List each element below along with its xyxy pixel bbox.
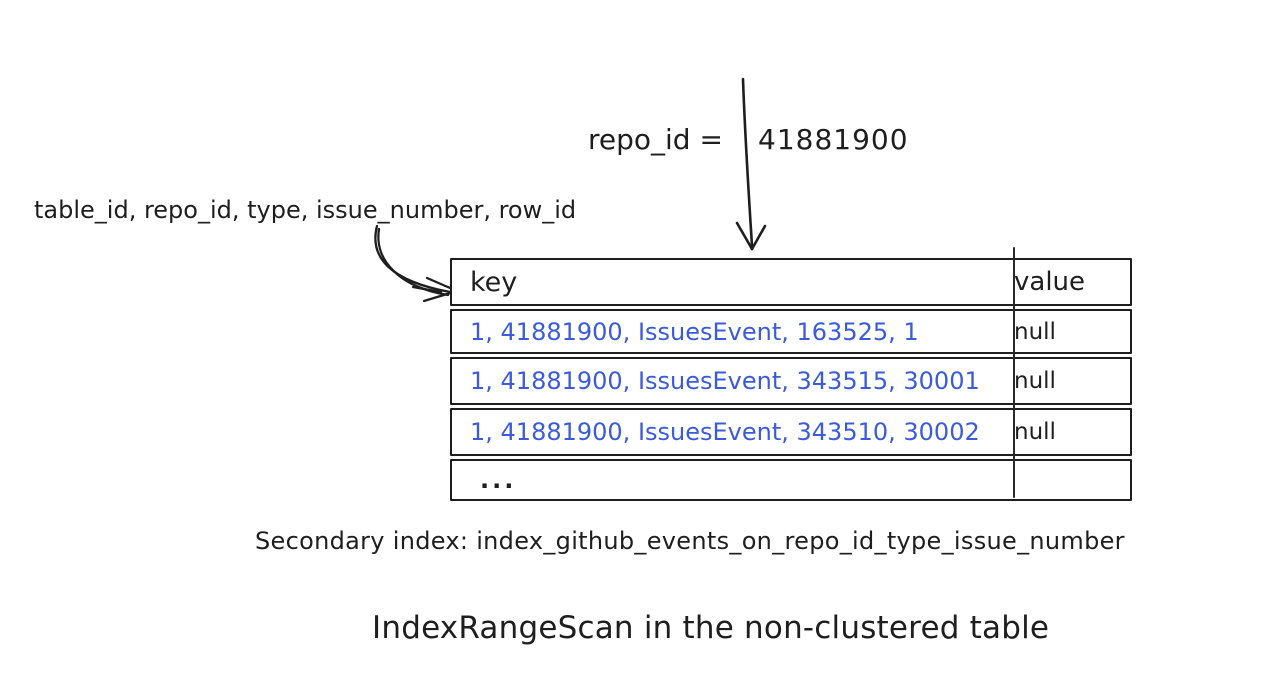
index-columns-annotation: table_id, repo_id, type, issue_number, r… (34, 196, 577, 224)
column-header-key: key (470, 266, 518, 298)
filter-expression-value: 41881900 (758, 123, 909, 156)
secondary-index-caption: Secondary index: index_github_events_on_… (255, 527, 1125, 555)
table-row: 1, 41881900, IssuesEvent, 163525, 1 null (450, 309, 1132, 354)
index-key-cell: 1, 41881900, IssuesEvent, 343515, 30001 (470, 367, 980, 395)
column-divider-line (1013, 247, 1016, 498)
curved-arrow-icon (374, 224, 459, 303)
diagram-title: IndexRangeScan in the non-clustered tabl… (372, 610, 1050, 646)
secondary-index-table: key value 1, 41881900, IssuesEvent, 1635… (450, 258, 1132, 501)
index-key-cell: 1, 41881900, IssuesEvent, 163525, 1 (470, 317, 919, 346)
table-row: 1, 41881900, IssuesEvent, 343515, 30001 … (450, 357, 1132, 405)
table-row-ellipsis: ... (450, 459, 1132, 501)
table-header-row: key value (450, 258, 1132, 306)
index-value-cell: null (1014, 318, 1056, 345)
filter-expression-label: repo_id = (588, 123, 723, 156)
index-key-cell: 1, 41881900, IssuesEvent, 343510, 30002 (470, 418, 980, 446)
index-value-cell: null (1014, 368, 1056, 394)
ellipsis-cell: ... (480, 466, 517, 494)
index-value-cell: null (1014, 419, 1056, 445)
table-row: 1, 41881900, IssuesEvent, 343510, 30002 … (450, 408, 1132, 456)
down-arrow-icon (735, 77, 767, 251)
column-header-value: value (1014, 267, 1086, 297)
